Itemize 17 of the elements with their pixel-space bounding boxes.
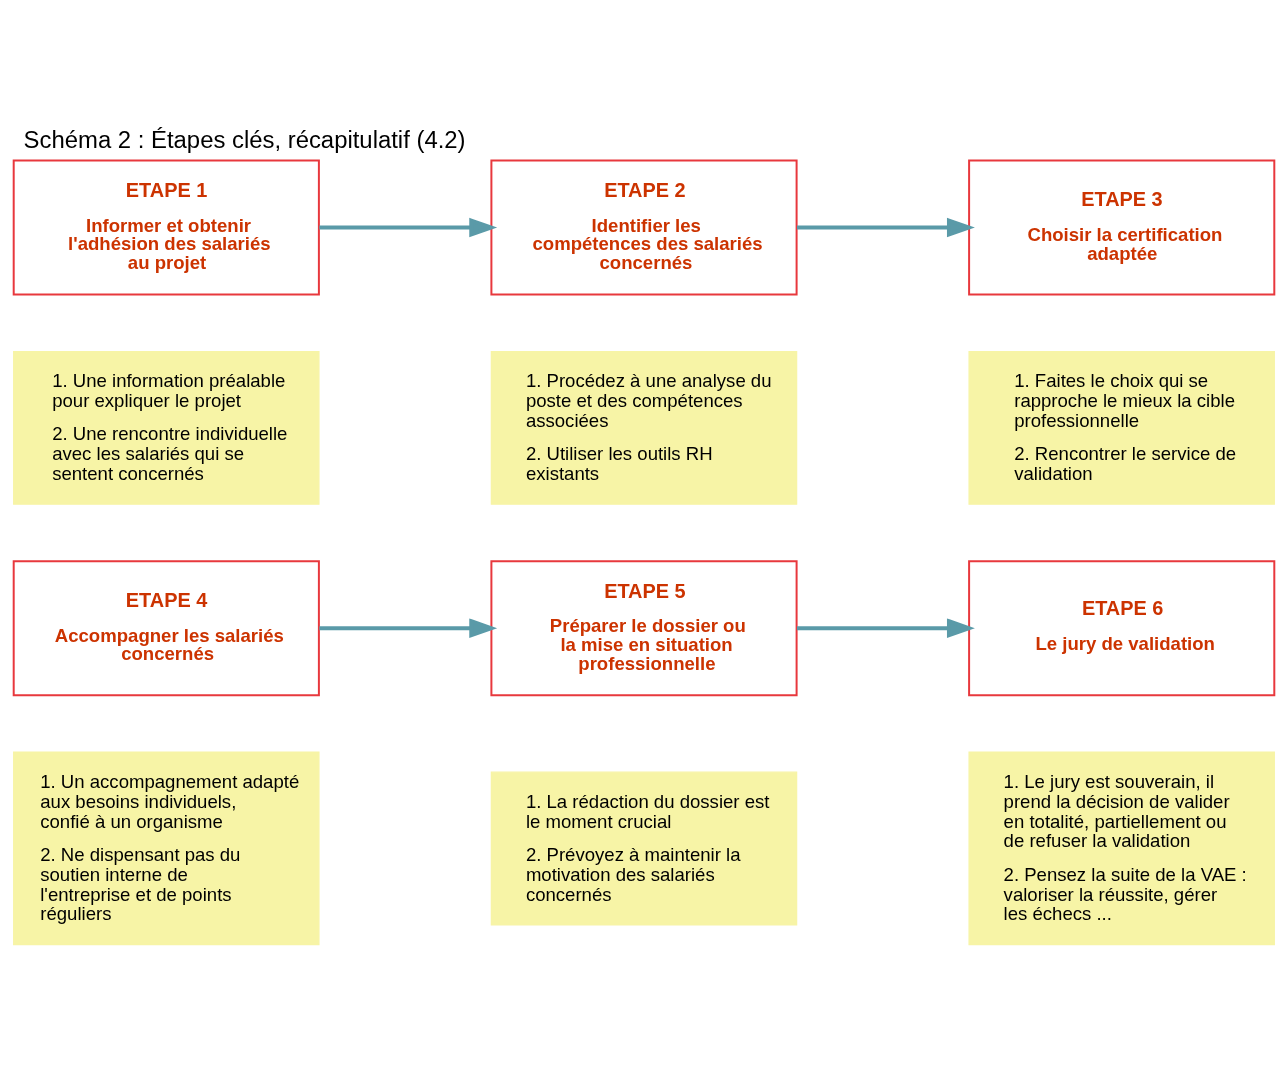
node-box: 1. Le jury est souverain, il prend la décision de valider en totalité, partiellement ou de refuser la validation 2. Pensez la suite de la VAE : valoriser la réussite, gérer les échecs ... xyxy=(968,751,1275,946)
node-box: 1. Faites le choix qui se rapproche le mieux la cible professionnelle 2. Rencontrer le service de validation xyxy=(968,350,1275,505)
arrow xyxy=(797,217,975,238)
node-box: ETAPE 1 Informer et obtenir l'adhésion des salariés au projet xyxy=(12,159,320,296)
node-box: ETAPE 6 Le jury de validation xyxy=(968,560,1276,697)
node-box: ETAPE 4 Accompagner les salariés concernés xyxy=(12,560,320,697)
node-box: ETAPE 3 Choisir la certification adaptée xyxy=(968,159,1276,296)
node-box: ETAPE 2 Identifier les compétences des salariés concernés xyxy=(490,159,798,296)
arrow xyxy=(319,618,498,638)
node-box: 1. Une information préalable pour expliquer le projet 2. Une rencontre individuelle avec les salariés qui se sentent concernés xyxy=(13,350,320,505)
node-box: 1. La rédaction du dossier est le moment crucial 2. Prévoyez à maintenir la motivation des salariés concernés xyxy=(490,771,798,926)
node-box: 1. Un accompagnement adapté aux besoins individuels, confié à un organisme 2. Ne dispensant pas du soutien interne de l'entreprise et de points réguliers xyxy=(13,751,320,946)
arrow xyxy=(797,618,975,638)
node-box: 1. Procédez à une analyse du poste et des compétences associées 2. Utiliser les outils RH existants xyxy=(490,350,798,505)
arrow xyxy=(319,217,498,238)
diagram-title: Schéma 2 : Étapes clés, récapitulatif (4.2) xyxy=(23,125,466,153)
node-box: ETAPE 5 Préparer le dossier ou la mise en situation professionnelle xyxy=(490,560,798,697)
